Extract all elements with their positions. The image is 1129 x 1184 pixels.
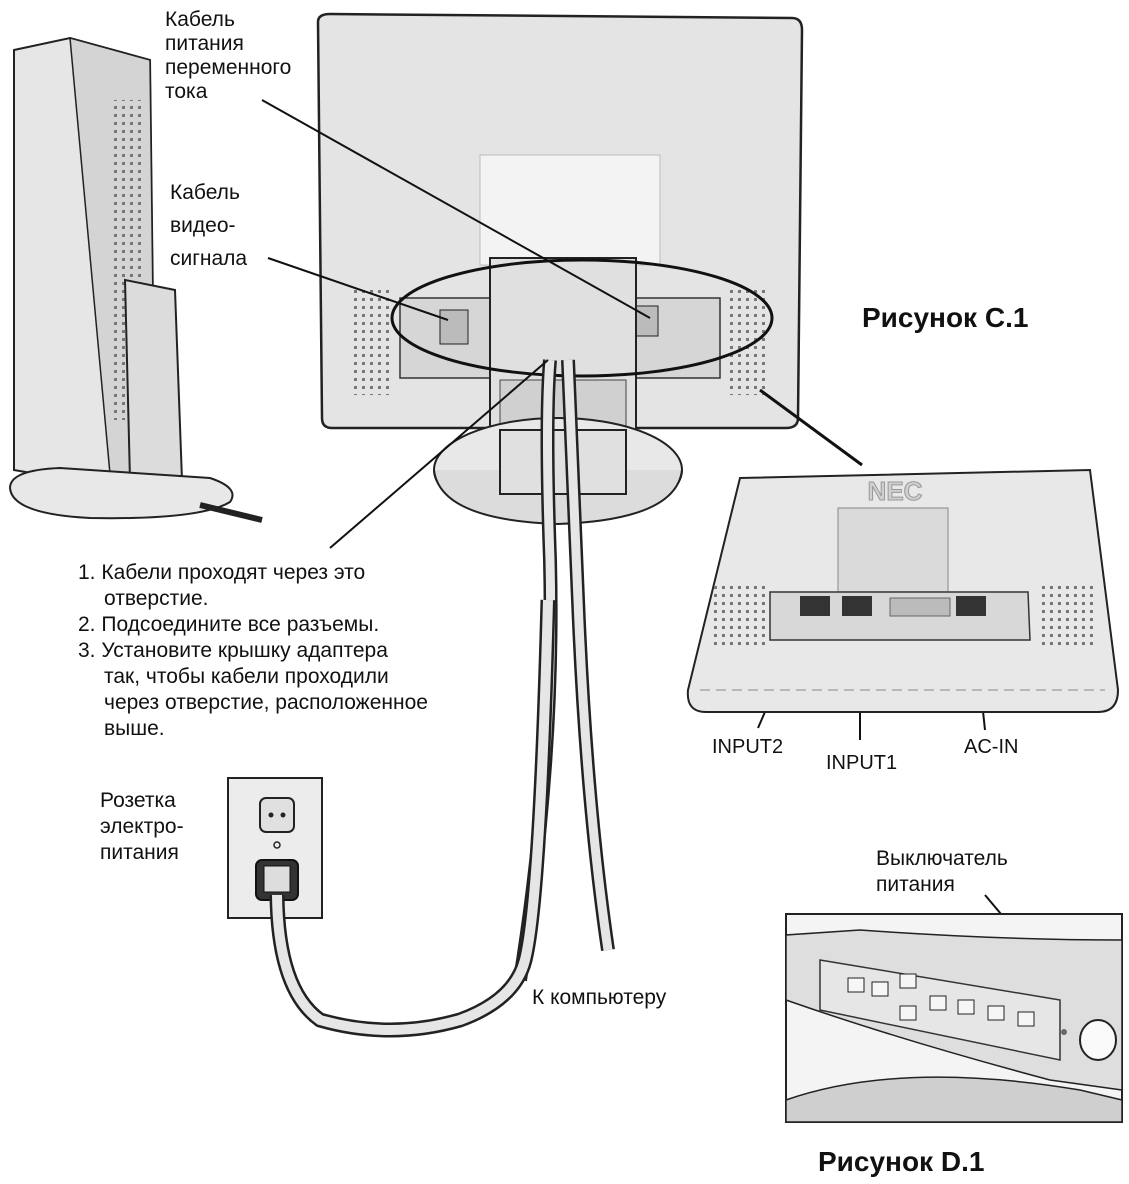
- step-1-cont: отверстие.: [104, 587, 209, 610]
- figure-d1-caption: Рисунок D.1: [818, 1146, 985, 1177]
- step-3-cont-1: так, чтобы кабели проходили: [104, 665, 389, 688]
- step-3: 3. Установите крышку адаптера: [78, 639, 388, 662]
- side-view-monitor: [8, 36, 263, 523]
- input1-label: INPUT1: [826, 752, 898, 774]
- step-2: 2. Подсоедините все разъемы.: [78, 613, 380, 636]
- wall-outlet: [227, 777, 323, 919]
- to-computer-label: К компьютеру: [532, 986, 667, 1009]
- figure-c1-caption: Рисунок С.1: [862, 302, 1029, 333]
- rear-view-monitor: [316, 12, 804, 526]
- ac-in-label: AC-IN: [964, 736, 1019, 758]
- power-cord: [269, 599, 556, 1038]
- bottom-view-monitor: NEC: [686, 468, 1120, 713]
- instruction-steps: 1. Кабели проходят через это отверстие. …: [78, 560, 428, 742]
- power-switch-detail: [785, 913, 1123, 1123]
- step-1: 1. Кабели проходят через это: [78, 561, 366, 584]
- video-cable-label: Кабель видео- сигнала: [170, 181, 248, 270]
- step-3-cont-3: выше.: [104, 717, 165, 740]
- ac-cable-label: Кабель питания переменного тока: [165, 8, 292, 103]
- nec-logo: NEC: [868, 476, 923, 506]
- step-3-cont-2: через отверстие, расположенное: [104, 691, 428, 714]
- outlet-label: Розетка электро- питания: [100, 789, 184, 864]
- power-switch-label: Выключатель питания: [876, 847, 1008, 896]
- input2-label: INPUT2: [712, 736, 784, 758]
